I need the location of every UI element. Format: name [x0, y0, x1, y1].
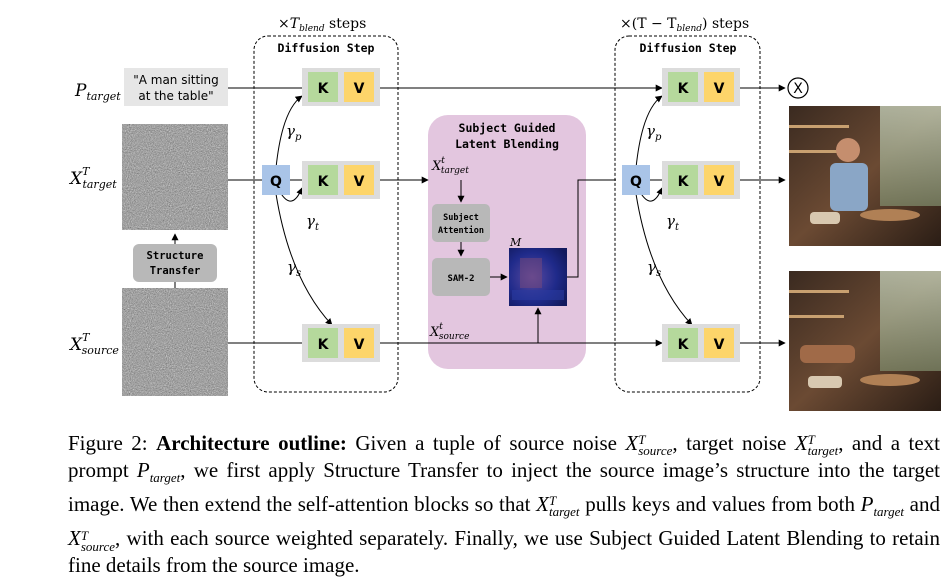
caption-text: Given a tuple of source noise	[346, 431, 626, 455]
prompt-line-1: "A man sitting	[133, 73, 219, 87]
v-token	[704, 328, 734, 358]
caption-bold-title: Architecture outline:	[156, 431, 347, 455]
caption-text: , and a text prompt	[68, 431, 940, 482]
structure-transfer-box	[133, 244, 217, 282]
subject-attention-line-2: Attention	[438, 225, 484, 236]
k-token	[308, 72, 338, 102]
sam2-box	[432, 258, 490, 296]
connections	[228, 84, 786, 347]
q-letter: Q	[270, 174, 282, 190]
caption-text: , target noise	[672, 431, 795, 455]
caption-figure-number: Figure 2:	[68, 431, 148, 455]
subject-attention-line-1: Subject	[443, 212, 479, 223]
target-noise-image	[122, 124, 228, 230]
discard-cross-label: X	[793, 81, 803, 97]
k-letter: K	[678, 174, 690, 190]
gamma-p-label: γp	[646, 122, 662, 143]
blending-title-line-1: Subject Guided	[459, 121, 556, 135]
figure-caption: Figure 2: Architecture outline: Given a …	[68, 430, 940, 579]
source-noise-image	[122, 288, 228, 396]
blend-steps-label: ×Tblend steps	[278, 16, 366, 34]
v-token	[704, 165, 734, 195]
v-letter: V	[714, 81, 725, 97]
q-token	[262, 165, 290, 195]
v-token	[344, 72, 374, 102]
q-letter: Q	[630, 174, 642, 190]
v-letter: V	[354, 174, 365, 190]
gamma-s-label: γs	[647, 258, 661, 279]
v-letter: V	[714, 174, 725, 190]
k-letter: K	[318, 81, 330, 97]
gamma-t-label: γt	[666, 212, 680, 233]
k-token	[668, 328, 698, 358]
output-image-target	[789, 106, 941, 246]
caption-text: and	[904, 492, 940, 517]
mask-label: M	[509, 236, 522, 249]
structure-transfer-line-1: Structure	[147, 250, 204, 262]
structure-transfer-line-2: Transfer	[150, 265, 201, 277]
k-token	[308, 165, 338, 195]
k-letter: K	[318, 337, 330, 353]
diffusion-step-title-remaining: Diffusion Step	[640, 41, 737, 55]
discard-cross-icon	[787, 77, 809, 99]
k-token	[668, 165, 698, 195]
k-letter: K	[318, 174, 330, 190]
token-group-remaining	[622, 68, 740, 362]
caption-text: , with each source weighted separately. …	[68, 526, 940, 578]
k-token	[308, 328, 338, 358]
k-letter: K	[678, 337, 690, 353]
k-letter: K	[678, 81, 690, 97]
prompt-line-2: at the table"	[138, 89, 213, 103]
output-image-source	[789, 271, 941, 411]
remaining-steps-label: ×(T − Tblend) steps	[620, 16, 749, 34]
subject-attention-box	[432, 204, 490, 242]
caption-text: , we first apply Structure Transfer to i…	[68, 458, 940, 517]
diffusion-step-box-blend	[253, 35, 399, 393]
sam2-label: SAM-2	[447, 274, 474, 284]
v-letter: V	[714, 337, 725, 353]
q-token	[622, 165, 650, 195]
caption-p-target: Ptarget	[136, 458, 181, 486]
token-group-blend	[262, 68, 380, 362]
v-token	[704, 72, 734, 102]
caption-p-target: Ptarget	[860, 492, 905, 520]
v-letter: V	[354, 337, 365, 353]
v-token	[344, 328, 374, 358]
k-token	[668, 72, 698, 102]
p-target-label: Ptarget	[74, 81, 121, 103]
diffusion-step-box-remaining	[614, 35, 761, 393]
diffusion-step-title-blend: Diffusion Step	[278, 41, 375, 55]
blending-title-line-2: Latent Blending	[455, 137, 559, 151]
v-letter: V	[354, 81, 365, 97]
gamma-t-label: γt	[306, 212, 320, 233]
mask-image	[509, 248, 567, 306]
prompt-box	[124, 68, 228, 106]
gamma-s-label: γs	[287, 258, 301, 279]
caption-text: pulls keys and values from both	[579, 492, 861, 517]
v-token	[344, 165, 374, 195]
gamma-p-label: γp	[286, 122, 302, 143]
